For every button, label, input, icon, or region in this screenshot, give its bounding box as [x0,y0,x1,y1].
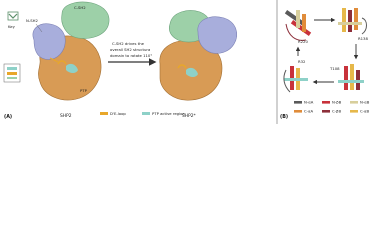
legend-label-c-bb: C-βB [332,109,341,114]
legend-label-de-loop: D'E-loop [110,111,126,116]
legend-swatch-n-ab [350,101,358,104]
panel-a-label: (A) [4,114,12,120]
rotation-annotation-line3: domain to rotate 110° [110,53,152,58]
key-icon [7,11,19,21]
panel-b-figure: R220 R138 R32 T108 (B) N-αA N-βB N-αB [280,8,370,120]
key-label: Key [8,24,16,29]
legend-label-n-ab: N-αB [360,100,370,105]
residue-r32: R32 [298,59,306,64]
shp2-name: SHP2 [60,113,72,119]
legend-swatch-ptp-active [142,112,150,115]
legend-swatch-c-aa [294,110,302,113]
csh2-label: C-SH2 [74,5,86,10]
residue-r220: R220 [298,39,308,44]
legend-label-c-aa: C-αA [304,109,314,114]
shp2-structure [32,1,110,101]
shp2-star-structure [159,10,237,101]
panel-b-label: (B) [280,114,288,120]
residue-t108: T108 [329,66,340,71]
legend-swatch-de-loop [100,112,108,115]
shp2-nsh2-domain [32,23,66,60]
panel-a-legend: D'E-loop PTP active region [100,111,185,116]
legend-label-ptp-active: PTP active region [152,111,185,116]
legend-swatch-c-ab [350,110,358,113]
cluster-top-right [338,8,367,35]
cluster-bottom-right [338,64,364,90]
legend-swatch-c-bb [322,110,330,113]
cluster-bottom-left [283,66,308,93]
legend-label-c-ab: C-αB [360,109,370,114]
legend-label-n-bb: N-βB [332,100,342,105]
shp2-csh2-domain [61,1,110,39]
cluster-top-left [284,10,312,41]
ptp-label: PTP [80,88,88,93]
panel-b-legend: N-αA N-βB N-αB C-αA C-βB C-αB [294,100,370,114]
panel-a-figure: Key C-SH2 N-SH2 PTP SHP2 C-SH2 drives th… [3,0,278,124]
legend-label-n-aa: N-αA [304,100,314,105]
shp2-star-name: SHP2* [182,113,197,119]
legend-swatch-n-bb [322,101,330,104]
nsh2-label: N-SH2 [26,18,38,23]
rotation-annotation-line1: C-SH2 drives the [112,41,145,46]
rotation-annotation-line2: overall SH2 structura [110,47,150,52]
panel-a: Key C-SH2 N-SH2 PTP SHP2 C-SH2 drives th… [0,0,278,124]
shp2-star-nsh2-domain [197,16,237,54]
legend-swatch-n-aa [294,101,302,104]
residue-r138: R138 [358,36,368,41]
key-inset [3,63,21,83]
panel-b: R220 R138 R32 T108 (B) N-αA N-βB N-αB [278,0,378,124]
